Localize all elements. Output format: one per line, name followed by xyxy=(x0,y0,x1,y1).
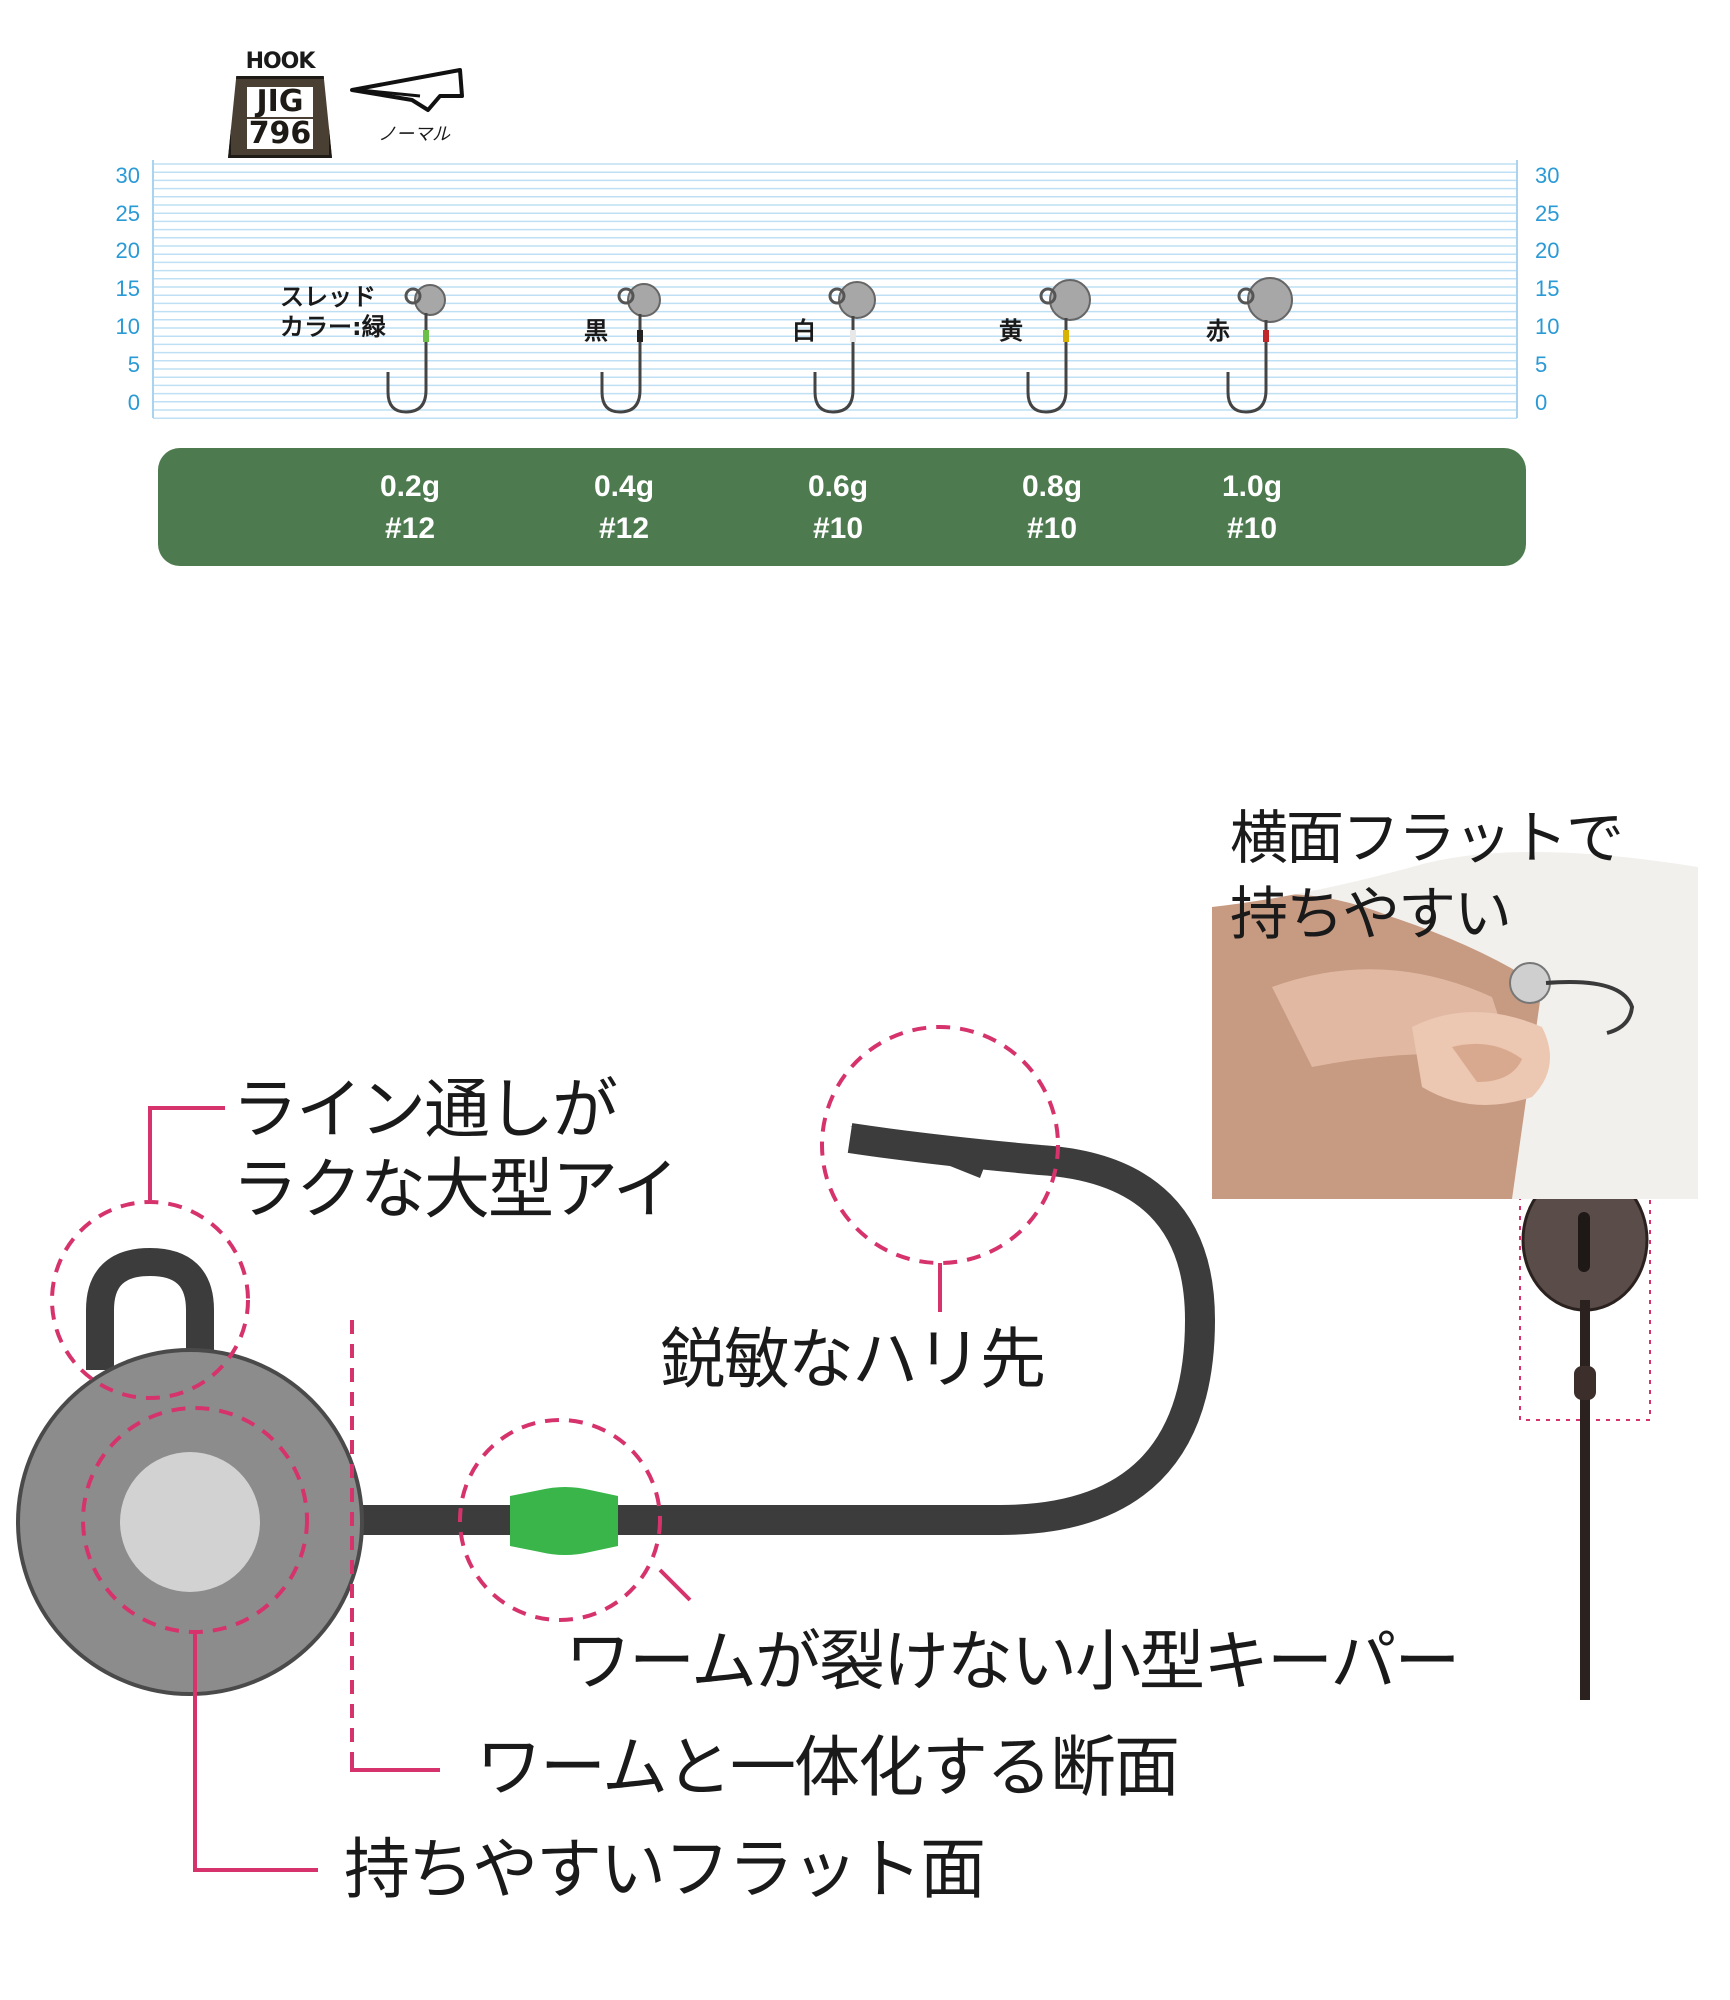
scale-tick-right: 5 xyxy=(1535,352,1548,377)
spec-0: 0.2g #12 xyxy=(350,466,470,550)
spec-weight: 0.4g xyxy=(593,470,655,503)
scale-tick-right: 0 xyxy=(1535,390,1548,415)
hook-shape-label: ノーマル xyxy=(378,124,450,145)
scale-tick-left: 15 xyxy=(115,276,140,301)
spec-hook-size: #12 xyxy=(598,512,650,545)
leader-eye xyxy=(148,1106,225,1200)
callout-flat: 持ちやすいフラット面 xyxy=(344,1831,986,1908)
line-eye xyxy=(86,1247,214,1370)
callout-eye: ライン通しが ラクな大型アイ xyxy=(232,1070,679,1230)
jig-hook-3 xyxy=(1026,279,1091,414)
spec-weight: 0.8g xyxy=(1021,470,1083,503)
leader-flat xyxy=(193,1632,318,1872)
spec-band: 0.2g #12 0.4g #12 0.6g #10 0.8g #10 1.0g… xyxy=(158,448,1526,566)
scale-tick-left: 10 xyxy=(115,314,140,339)
color-name-yellow: 黄 xyxy=(999,317,1023,345)
spec-3: 0.8g #10 xyxy=(992,466,1112,550)
scale-tick-left: 25 xyxy=(115,201,140,226)
spec-hook-size: #10 xyxy=(812,512,864,545)
hand-photo xyxy=(1212,797,1698,1199)
hook-point xyxy=(850,1126,990,1178)
callout-eye-line1: ライン通しが xyxy=(232,1071,618,1148)
callout-point: 鋭敏なハリ先 xyxy=(660,1321,1046,1398)
badge-top-label: HOOK xyxy=(245,49,316,74)
scale-tick-right: 20 xyxy=(1535,238,1560,263)
leader-keeper xyxy=(658,1568,692,1602)
scale-tick-right: 10 xyxy=(1535,314,1560,339)
color-name-white: 白 xyxy=(792,317,816,345)
spec-hook-size: #12 xyxy=(384,512,436,545)
hook-badge: HOOK JIG 796 xyxy=(228,50,332,158)
callout-circle-eye xyxy=(50,1200,250,1400)
jig-hook-1 xyxy=(600,283,661,414)
spec-4: 1.0g #10 xyxy=(1192,466,1312,550)
photo-caption-line2: 持ちやすい xyxy=(1230,880,1512,948)
scale-tick-left: 0 xyxy=(127,390,140,415)
badge-line1: JIG xyxy=(247,87,313,117)
scale-tick-right: 15 xyxy=(1535,276,1560,301)
scale-tick-left: 20 xyxy=(115,238,140,263)
callout-section: ワームと一体化する断面 xyxy=(476,1729,1180,1806)
jig-lineup xyxy=(386,277,1293,414)
thread-color-label: スレッド カラー:緑 xyxy=(280,282,386,342)
spec-weight: 0.2g xyxy=(379,470,441,503)
jig-hook-2 xyxy=(813,281,876,414)
spec-1: 0.4g #12 xyxy=(564,466,684,550)
callout-keeper: ワームが裂けない小型キーパー xyxy=(565,1623,1460,1700)
spec-hook-size: #10 xyxy=(1226,512,1278,545)
callout-circle-keeper xyxy=(458,1418,662,1622)
spec-2: 0.6g #10 xyxy=(778,466,898,550)
thread-label-line2: カラー:緑 xyxy=(280,313,386,341)
side-view-eye-slot xyxy=(1578,1212,1590,1272)
hook-point-shape-icon xyxy=(350,68,464,112)
scale-tick-right: 30 xyxy=(1535,163,1560,188)
callout-eye-line2: ラクな大型アイ xyxy=(232,1151,679,1228)
scale-tick-right: 25 xyxy=(1535,201,1560,226)
color-name-red: 赤 xyxy=(1206,317,1230,345)
color-name-black: 黒 xyxy=(584,317,608,345)
badge-box: JIG 796 xyxy=(228,76,332,158)
head-flat-face xyxy=(120,1452,260,1592)
scale-tick-left: 30 xyxy=(115,163,140,188)
photo-caption-line1: 横面フラットで xyxy=(1230,804,1624,872)
thread-label-line1: スレッド xyxy=(280,283,376,311)
callout-circle-point xyxy=(820,1025,1060,1265)
side-view-keeper xyxy=(1574,1366,1596,1400)
jig-hook-4 xyxy=(1226,277,1293,414)
worm-keeper xyxy=(510,1487,618,1555)
spec-hook-size: #10 xyxy=(1026,512,1078,545)
leader-section xyxy=(350,1760,440,1772)
scale-tick-left: 5 xyxy=(127,352,140,377)
photo-caption: 横面フラットで 持ちやすい xyxy=(1230,800,1624,952)
badge-line2: 796 xyxy=(247,116,313,151)
spec-weight: 0.6g xyxy=(807,470,869,503)
jig-hook-0 xyxy=(386,284,446,414)
spec-weight: 1.0g xyxy=(1221,470,1283,503)
